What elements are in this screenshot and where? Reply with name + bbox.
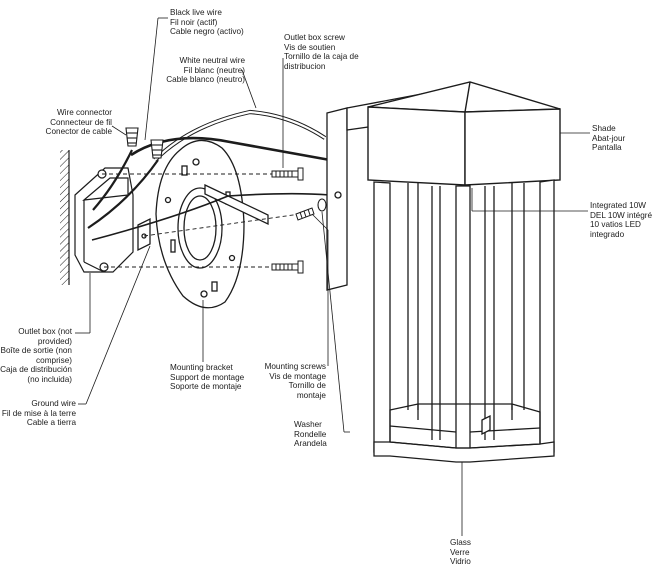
outlet-box xyxy=(74,167,134,273)
ground-wire xyxy=(91,192,331,241)
lantern-cage xyxy=(373,179,555,463)
label-integrated-led: Integrated 10W DEL 10W intégré 10 vatios… xyxy=(590,201,652,239)
mounting-screw xyxy=(295,207,315,221)
label-black-live-wire: Black live wire Fil noir (actif) Cable n… xyxy=(170,8,244,37)
mounting-bracket xyxy=(137,139,269,309)
leader-lines xyxy=(75,17,590,536)
wires xyxy=(87,109,331,241)
wire-connectors xyxy=(125,127,164,159)
outlet-box-screw-lower xyxy=(271,260,304,274)
label-mounting-bracket: Mounting bracket Support de montage Sopo… xyxy=(170,363,245,392)
label-ground-wire: Ground wire Fil de mise à la terre Cable… xyxy=(1,399,76,428)
label-mounting-screws: Mounting screws Vis de montage Tornillo … xyxy=(264,362,326,400)
label-outlet-box: Outlet box (not provided) Boîte de sorti… xyxy=(0,327,72,384)
washer xyxy=(317,198,327,212)
wall xyxy=(60,150,70,285)
label-shade: Shade Abat-jour Pantalla xyxy=(592,124,626,153)
label-outlet-box-screw: Outlet box screw Vis de soutien Tornillo… xyxy=(284,33,359,71)
outlet-box-screw xyxy=(271,167,304,181)
label-washer: Washer Rondelle Arandela xyxy=(294,420,327,449)
label-glass: Glass Verre Vidrio xyxy=(450,538,471,567)
label-wire-connector: Wire connector Connecteur de fil Conecto… xyxy=(45,108,112,137)
label-white-neutral-wire: White neutral wire Fil blanc (neutre) Ca… xyxy=(166,56,245,85)
shade xyxy=(367,81,561,186)
